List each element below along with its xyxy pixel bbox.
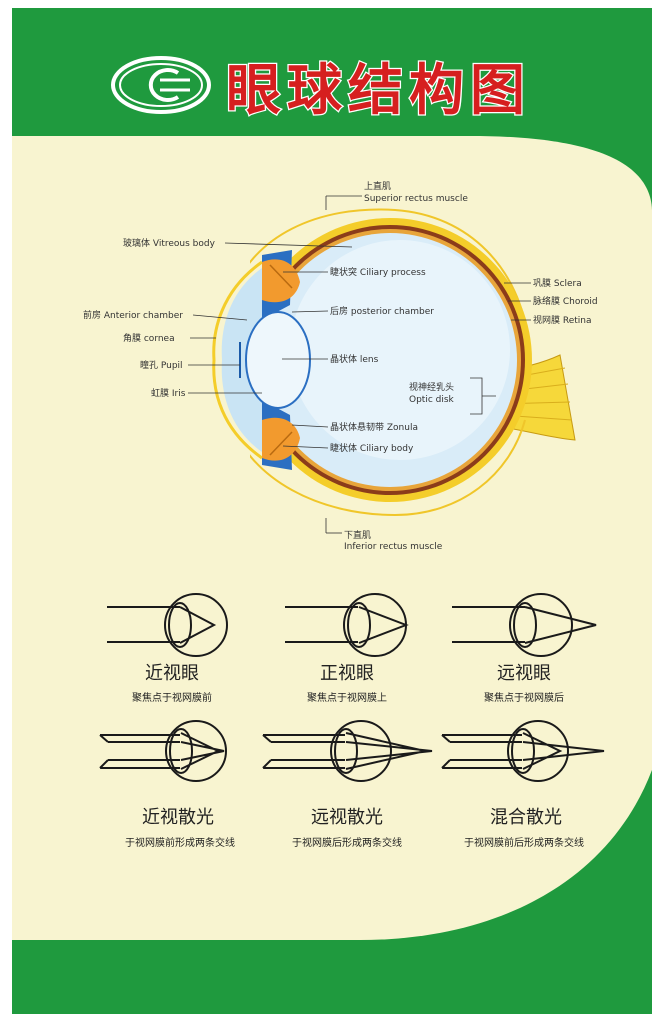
rectus-sheath (229, 208, 529, 517)
myopic-astigmatism-title: 近视散光 (142, 807, 214, 828)
eye-logo-icon (111, 56, 211, 114)
label-lens: 晶状体 lens (330, 353, 379, 365)
cornea (212, 260, 263, 460)
label-zonula: 晶状体悬韧带 Zonula (330, 421, 418, 433)
label-retina: 视网膜 Retina (533, 314, 592, 326)
refraction-diagrams (99, 593, 605, 782)
hyperopic-astigmatism-diagram (262, 720, 433, 782)
myopia-title: 近视眼 (145, 663, 199, 684)
ciliary-body (262, 259, 300, 461)
lens (245, 311, 311, 409)
mixed-astigmatism-diagram (441, 720, 605, 782)
hyperopia-diagram (452, 593, 597, 657)
hyperopic-astigmatism-caption: 于视网膜后形成两条交线 (292, 836, 402, 849)
label-vitreous: 玻璃体 Vitreous body (123, 237, 216, 249)
cream-panel-lower-left (12, 560, 300, 940)
label-ciliary-process: 睫状突 Ciliary process (330, 266, 426, 278)
myopia-caption: 聚焦点于视网膜前 (132, 691, 212, 704)
label-anterior-chamber: 前房 Anterior chamber (83, 309, 183, 321)
emmetropia-caption: 聚焦点于视网膜上 (307, 691, 387, 704)
label-sclera: 巩膜 Sclera (533, 278, 582, 289)
iris (262, 250, 292, 470)
label-inferior-en: Inferior rectus muscle (344, 542, 443, 552)
label-cornea: 角膜 cornea (123, 332, 175, 344)
page-title: 眼球结构图 (226, 58, 531, 122)
label-inferior-cn: 下直肌 (344, 529, 371, 541)
myopic-astigmatism-diagram (99, 720, 227, 782)
refraction-labels: 近视眼 聚焦点于视网膜前 正视眼 聚焦点于视网膜上 远视眼 聚焦点于视网膜后 近… (125, 663, 584, 849)
myopic-astigmatism-caption: 于视网膜前形成两条交线 (125, 836, 235, 849)
hyperopia-title: 远视眼 (497, 663, 551, 684)
label-choroid: 脉络膜 Choroid (533, 295, 598, 307)
mixed-astigmatism-caption: 于视网膜前后形成两条交线 (464, 836, 584, 849)
label-posterior-chamber: 后房 posterior chamber (330, 305, 434, 317)
eye-labels: 上直肌 Superior rectus muscle 玻璃体 Vitreous … (83, 180, 598, 552)
mixed-astigmatism-title: 混合散光 (490, 807, 562, 828)
label-superior-en: Superior rectus muscle (364, 194, 468, 204)
logo (111, 56, 211, 114)
label-iris: 虹膜 Iris (151, 388, 186, 399)
emmetropia-title: 正视眼 (320, 663, 374, 684)
hyperopic-astigmatism-title: 远视散光 (311, 807, 383, 828)
label-ciliary-body: 睫状体 Ciliary body (330, 442, 414, 454)
anterior-chamber (221, 268, 262, 452)
label-superior-cn: 上直肌 (364, 180, 391, 192)
label-pupil: 瞳孔 Pupil (140, 359, 183, 371)
label-optic-en: Optic disk (409, 395, 455, 405)
hyperopia-caption: 聚焦点于视网膜后 (484, 691, 564, 704)
emmetropia-diagram (285, 593, 409, 657)
myopia-diagram (107, 593, 228, 657)
label-optic-cn: 视神经乳头 (409, 381, 454, 393)
